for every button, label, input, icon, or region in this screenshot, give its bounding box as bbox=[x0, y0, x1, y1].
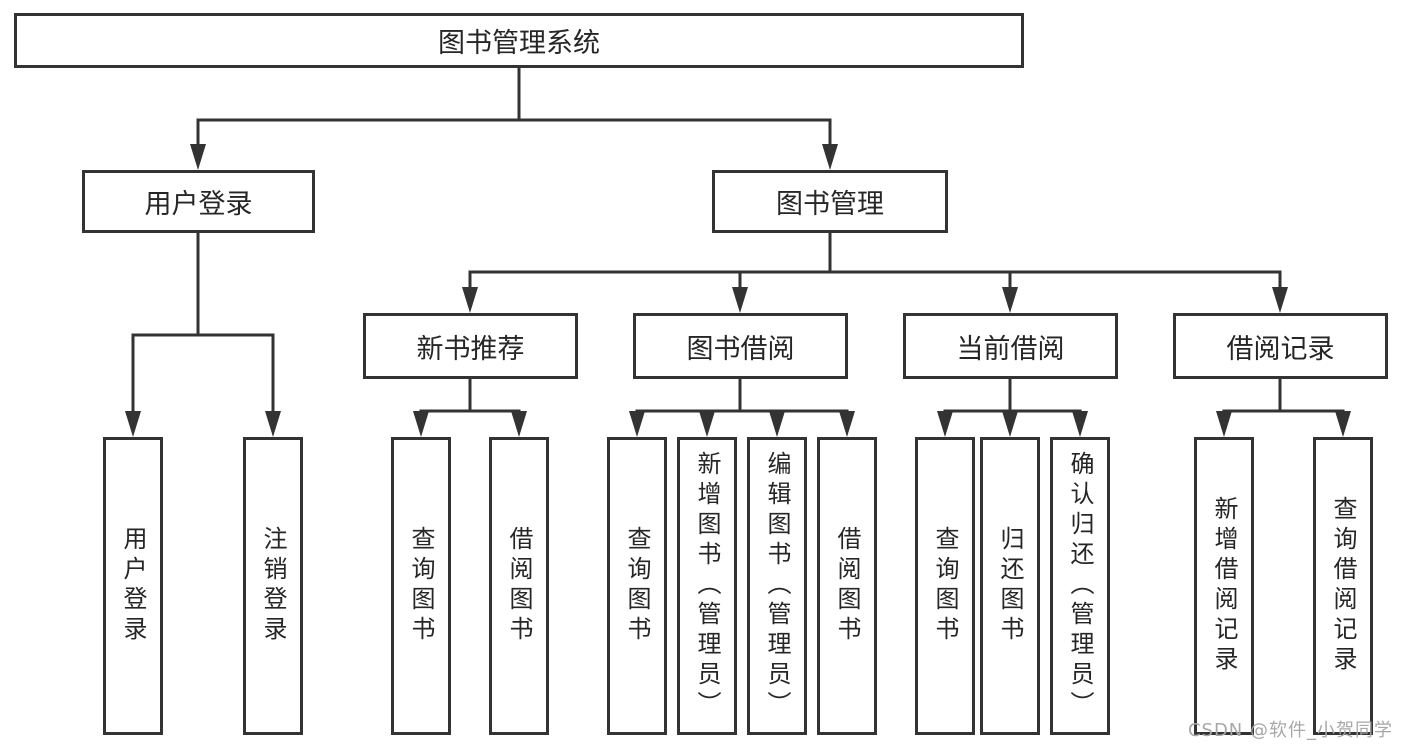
arrowhead bbox=[937, 411, 953, 437]
arrowhead bbox=[1002, 287, 1018, 313]
arrowhead bbox=[839, 411, 855, 437]
arrowhead bbox=[732, 287, 748, 313]
arrowhead bbox=[1072, 411, 1088, 437]
arrowhead bbox=[1272, 287, 1288, 313]
leaf-borrow-books-recommend: 借阅图书 bbox=[489, 437, 549, 735]
connector-current-borrowing-to-leaves bbox=[937, 379, 1088, 437]
node-user-login: 用户登录 bbox=[82, 170, 315, 233]
leaf-borrow-books-borrowing: 借阅图书 bbox=[817, 437, 877, 735]
leaf-add-borrow-record: 新增借阅记录 bbox=[1194, 437, 1254, 735]
arrowhead bbox=[1216, 411, 1232, 437]
connector-book-management-to-level3 bbox=[462, 233, 1288, 313]
arrowhead bbox=[125, 411, 141, 437]
csdn-watermark: CSDN @软件_小贺同学 bbox=[1187, 720, 1393, 741]
leaf-logout: 注销登录 bbox=[243, 437, 303, 735]
node-borrowing-records: 借阅记录 bbox=[1173, 313, 1388, 379]
connector-book-borrowing-to-leaves bbox=[629, 379, 855, 437]
arrowhead bbox=[265, 411, 281, 437]
leaf-query-books-recommend: 查询图书 bbox=[391, 437, 451, 735]
node-library-management-system: 图书管理系统 bbox=[14, 13, 1024, 68]
arrowhead bbox=[413, 411, 429, 437]
connector-user-login-to-leaves bbox=[125, 233, 281, 437]
arrowhead bbox=[629, 411, 645, 437]
arrowhead bbox=[822, 144, 838, 170]
arrowhead bbox=[190, 144, 206, 170]
leaf-query-books-borrowing: 查询图书 bbox=[607, 437, 667, 735]
leaf-edit-book-admin: 编辑图书（管理员） bbox=[747, 437, 807, 735]
leaf-query-books-current: 查询图书 bbox=[915, 437, 975, 735]
node-book-borrowing: 图书借阅 bbox=[633, 313, 848, 379]
leaf-add-book-admin: 新增图书（管理员） bbox=[677, 437, 737, 735]
arrowhead bbox=[511, 411, 527, 437]
node-current-borrowing: 当前借阅 bbox=[903, 313, 1118, 379]
connector-root-to-level2 bbox=[190, 68, 838, 170]
connector-borrowing-records-to-leaves bbox=[1216, 379, 1351, 437]
leaf-confirm-return-admin: 确认归还（管理员） bbox=[1050, 437, 1110, 735]
leaf-user-login: 用户登录 bbox=[103, 437, 163, 735]
leaf-query-borrow-record: 查询借阅记录 bbox=[1313, 437, 1373, 735]
arrowhead bbox=[769, 411, 785, 437]
arrowhead bbox=[1335, 411, 1351, 437]
arrowhead bbox=[462, 287, 478, 313]
connector-new-book-recommendation-to-leaves bbox=[413, 379, 527, 437]
node-book-management: 图书管理 bbox=[712, 170, 948, 233]
arrowhead bbox=[699, 411, 715, 437]
node-new-book-recommendation: 新书推荐 bbox=[363, 313, 578, 379]
arrowhead bbox=[1002, 411, 1018, 437]
leaf-return-books: 归还图书 bbox=[980, 437, 1040, 735]
